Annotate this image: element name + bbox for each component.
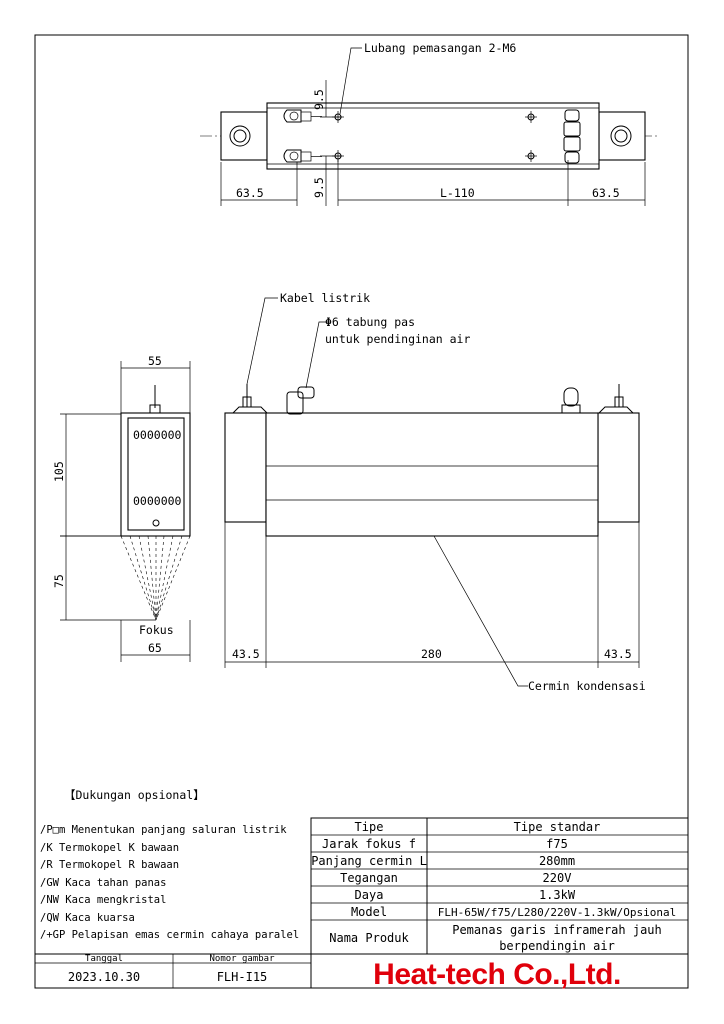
spec-value: 280mm <box>539 854 575 868</box>
callout-tube-line2: untuk pendinginan air <box>325 332 470 346</box>
connector-icon <box>563 109 581 164</box>
dim-hole-offset-bottom: 9.5 <box>312 177 326 198</box>
dim-hole-offset-top: 9.5 <box>312 89 326 110</box>
dim-mirror-width: 65 <box>148 641 162 655</box>
dim-right-end: 63.5 <box>592 186 620 200</box>
spec-value: 1.3kW <box>539 888 576 902</box>
spec-value: FLH-65W/f75/L280/220V-1.3kW/Opsional <box>438 906 676 919</box>
spec-label: Panjang cermin L <box>311 854 427 868</box>
dim-width: 55 <box>148 354 162 368</box>
vent-slots-top: 0000000 <box>133 428 182 442</box>
option-item: /+GP Pelapisan emas cermin cahaya parale… <box>40 929 299 941</box>
dim-center-length: L-110 <box>440 186 475 200</box>
date-value: 2023.10.30 <box>68 970 140 984</box>
product-label: Nama Produk <box>329 931 409 945</box>
dim-focus-distance: 75 <box>52 574 66 588</box>
dim-front-middle: 280 <box>421 647 442 661</box>
plug-icon <box>561 387 581 414</box>
callout-tube-line1: Φ6 tabung pas <box>325 315 415 329</box>
product-value-line1: Pemanas garis inframerah jauh <box>452 923 662 937</box>
product-value-line2: berpendingin air <box>499 939 615 953</box>
company-logo: Heat-tech Co.,Ltd. <box>373 958 621 991</box>
options-list: 【Dukungan opsional】 /P□m Menentukan panj… <box>40 788 299 941</box>
dim-left-end: 63.5 <box>236 186 264 200</box>
spec-label: Daya <box>355 888 384 902</box>
spec-label: Model <box>351 905 387 919</box>
focus-label: Fokus <box>139 623 174 637</box>
dim-front-right: 43.5 <box>604 647 632 661</box>
front-view: Kabel listrik Φ6 tabung pas untuk pendin… <box>224 291 646 693</box>
spec-label: Tegangan <box>340 871 398 885</box>
drawing-no-label: Nomor gambar <box>209 954 275 964</box>
spec-label: Jarak fokus f <box>322 837 416 851</box>
callout-cable: Kabel listrik <box>280 291 370 305</box>
top-view: 63.5 L-110 63.5 9.5 9.5 Lubang pemasanga… <box>200 41 660 206</box>
spec-table: Tipe Tipe standar Jarak fokus f f75 Panj… <box>310 817 689 955</box>
spec-value: 220V <box>543 871 572 885</box>
option-item: /R Termokopel R bawaan <box>40 859 179 871</box>
date-label: Tanggal <box>85 954 123 964</box>
callout-mirror: Cermin kondensasi <box>528 679 646 693</box>
option-item: /QW Kaca kuarsa <box>40 912 135 924</box>
option-item: /P□m Menentukan panjang saluran listrik <box>40 824 287 836</box>
callout-mount-holes: Lubang pemasangan 2-M6 <box>364 41 516 55</box>
spec-label: Tipe <box>355 820 384 834</box>
elbow-fitting-icon <box>286 386 315 415</box>
cooling-fitting-icon <box>283 109 322 163</box>
dim-front-left: 43.5 <box>232 647 260 661</box>
side-view: 55 0000000 0000000 105 75 Fokus <box>52 354 191 662</box>
drawing-no-value: FLH-I15 <box>217 970 268 984</box>
option-item: /K Termokopel K bawaan <box>40 842 179 854</box>
spec-value: Tipe standar <box>514 820 601 834</box>
title-block: Tanggal Nomor gambar 2023.10.30 FLH-I15 … <box>34 953 689 991</box>
vent-slots-bottom: 0000000 <box>133 494 182 508</box>
option-item: /NW Kaca mengkristal <box>40 894 166 906</box>
option-item: /GW Kaca tahan panas <box>40 877 166 889</box>
options-heading: 【Dukungan opsional】 <box>64 788 205 802</box>
spec-value: f75 <box>546 837 568 851</box>
dim-height: 105 <box>52 461 66 482</box>
